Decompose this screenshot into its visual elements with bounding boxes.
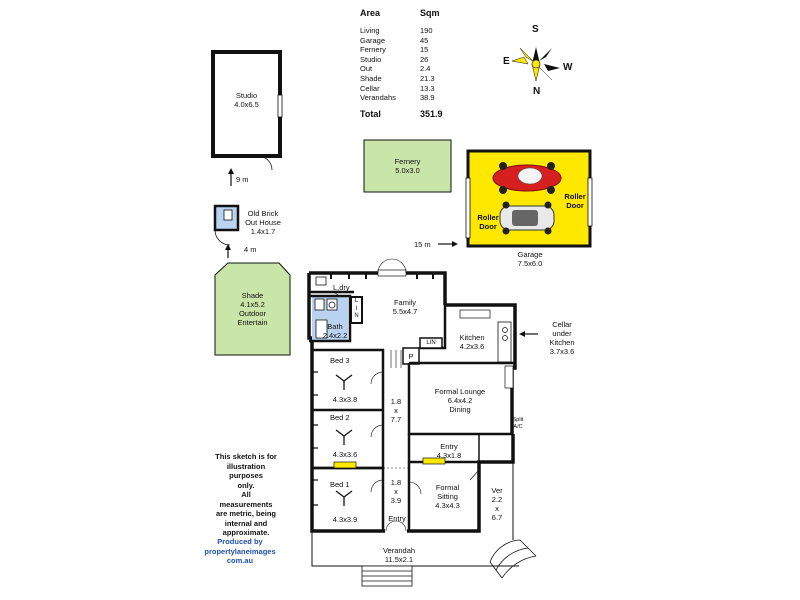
entry-front-label: Entry [388,514,406,523]
pantry-label: P [408,352,414,361]
compass-icon [511,47,560,82]
bed1-dims: 4.3x3.9 [332,515,358,524]
compass-n: N [533,86,541,97]
distance-4m: 4 m [244,245,257,254]
distance-15m: 15 m [414,240,431,249]
distance-9m: 9 m [236,175,249,184]
area-header: Area [360,8,381,18]
bed3-label: Bed 3 [330,356,350,365]
compass-w: W [563,62,573,73]
laundry-label: L,dry [333,283,350,292]
bed1-label: Bed 1 [330,480,350,489]
fernery-outline [363,139,452,193]
bed2-dims: 4.3x3.6 [332,450,358,459]
compass-e: E [503,56,510,67]
compass-s: S [532,24,539,35]
garage-cars [492,162,562,235]
linen-label: LIN [426,340,436,346]
bed3-dims: 4.3x3.8 [332,395,358,404]
area-total-row: Total 351.9 [360,108,443,119]
studio-outline [211,50,282,158]
shade-outline [214,262,291,356]
sqm-header: Sqm [420,8,440,18]
bed2-label: Bed 2 [330,413,350,422]
